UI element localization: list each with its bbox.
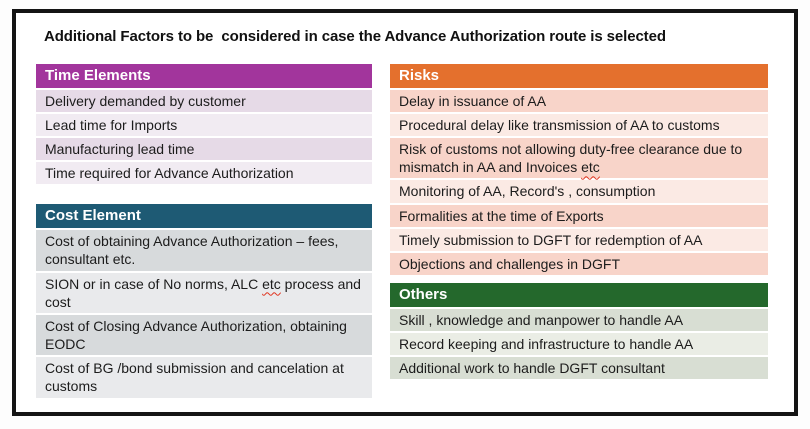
time-elements-item: Delivery demanded by customer [36, 89, 372, 112]
risks-item: Procedural delay like transmission of AA… [390, 113, 768, 137]
page-title: Additional Factors to be considered in c… [44, 28, 666, 45]
risks-item: Timely submission to DGFT for redemption… [390, 228, 768, 251]
misspelling-underline: etc [262, 275, 281, 292]
others-item: Skill , knowledge and manpower to handle… [390, 308, 768, 332]
risks-item: Formalities at the time of Exports [390, 204, 768, 227]
others-header: Others [390, 283, 768, 307]
cost-element-item: Cost of Closing Advance Authorization, o… [36, 314, 372, 356]
others-item: Record keeping and infrastructure to han… [390, 333, 768, 356]
risks-item: Risk of customs not allowing duty-free c… [390, 138, 768, 179]
risks-header: Risks [390, 64, 768, 88]
time-elements-item: Lead time for Imports [36, 113, 372, 137]
cost-element-header: Cost Element [36, 204, 372, 229]
cost-element-item: Cost of BG /bond submission and cancelat… [36, 357, 372, 398]
risks-item: Objections and challenges in DGFT [390, 253, 768, 276]
cost-element-item: SION or in case of No norms, ALC etc pro… [36, 272, 372, 313]
time-elements-header: Time Elements [36, 64, 372, 88]
time-elements-item: Manufacturing lead time [36, 138, 372, 161]
risks-item: Monitoring of AA, Record's , consumption [390, 180, 768, 203]
cost-element-item: Cost of obtaining Advance Authorization … [36, 230, 372, 271]
misspelling-underline: etc [581, 159, 600, 176]
time-elements-item: Time required for Advance Authorization [36, 162, 372, 185]
others-item: Additional work to handle DGFT consultan… [390, 357, 768, 380]
risks-item: Delay in issuance of AA [390, 89, 768, 112]
